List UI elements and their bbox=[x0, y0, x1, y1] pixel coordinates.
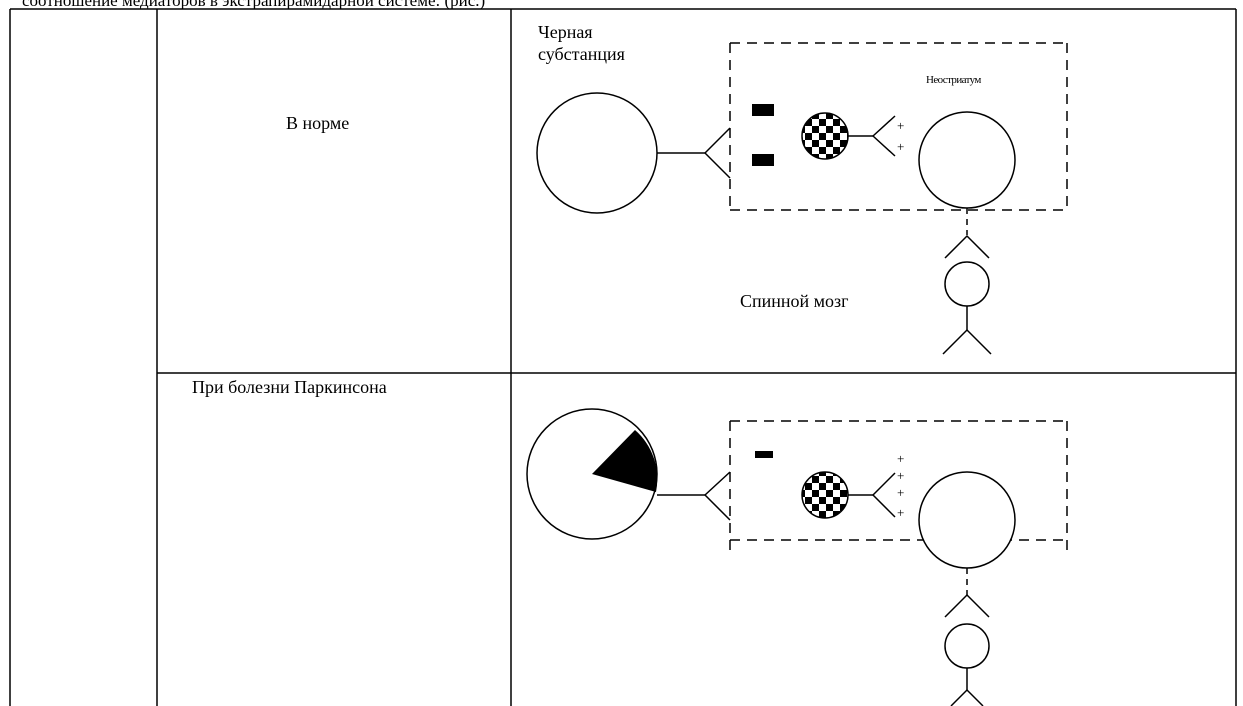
neostriatum-box bbox=[729, 420, 1068, 556]
dopamine-vesicle bbox=[752, 104, 774, 116]
row-label-normal: В норме bbox=[286, 113, 350, 133]
arrow-up bbox=[944, 234, 990, 259]
header-text: соотношение медиаторов в экстрапирамидар… bbox=[22, 0, 486, 10]
spinal-cord-label: Спинной мозг bbox=[740, 291, 849, 311]
substantia-nigra-label-line-2: субстанция bbox=[538, 44, 625, 64]
row-label-parkinson: При болезни Паркинсона bbox=[192, 377, 387, 397]
arrow-up bbox=[944, 593, 990, 618]
neostriatum-label: Неостриатум bbox=[926, 74, 981, 86]
neostriatum-neuron bbox=[918, 471, 1016, 569]
synapse-fork bbox=[950, 688, 984, 706]
plus-sign: + bbox=[897, 139, 905, 154]
synapse-fork bbox=[704, 471, 731, 521]
plus-sign: + bbox=[897, 485, 905, 500]
synapse-fork bbox=[872, 115, 896, 157]
degenerated-sector bbox=[592, 430, 658, 492]
dopamine-vesicle bbox=[755, 451, 773, 458]
substantia-nigra-label: Черная субстанция bbox=[538, 21, 625, 65]
plus-sign: + bbox=[897, 451, 905, 466]
plus-sign: + bbox=[897, 505, 905, 520]
interneuron-checker bbox=[801, 471, 849, 519]
synapse-fork bbox=[942, 328, 992, 355]
plus-sign: + bbox=[897, 118, 905, 133]
synapse-fork bbox=[872, 472, 896, 518]
spinal-cord-neuron bbox=[944, 623, 990, 669]
synapse-fork bbox=[704, 127, 731, 179]
dopamine-vesicle bbox=[752, 154, 774, 166]
substantia-nigra-label-line-1: Черная bbox=[538, 22, 593, 42]
plus-sign: + bbox=[897, 468, 905, 483]
